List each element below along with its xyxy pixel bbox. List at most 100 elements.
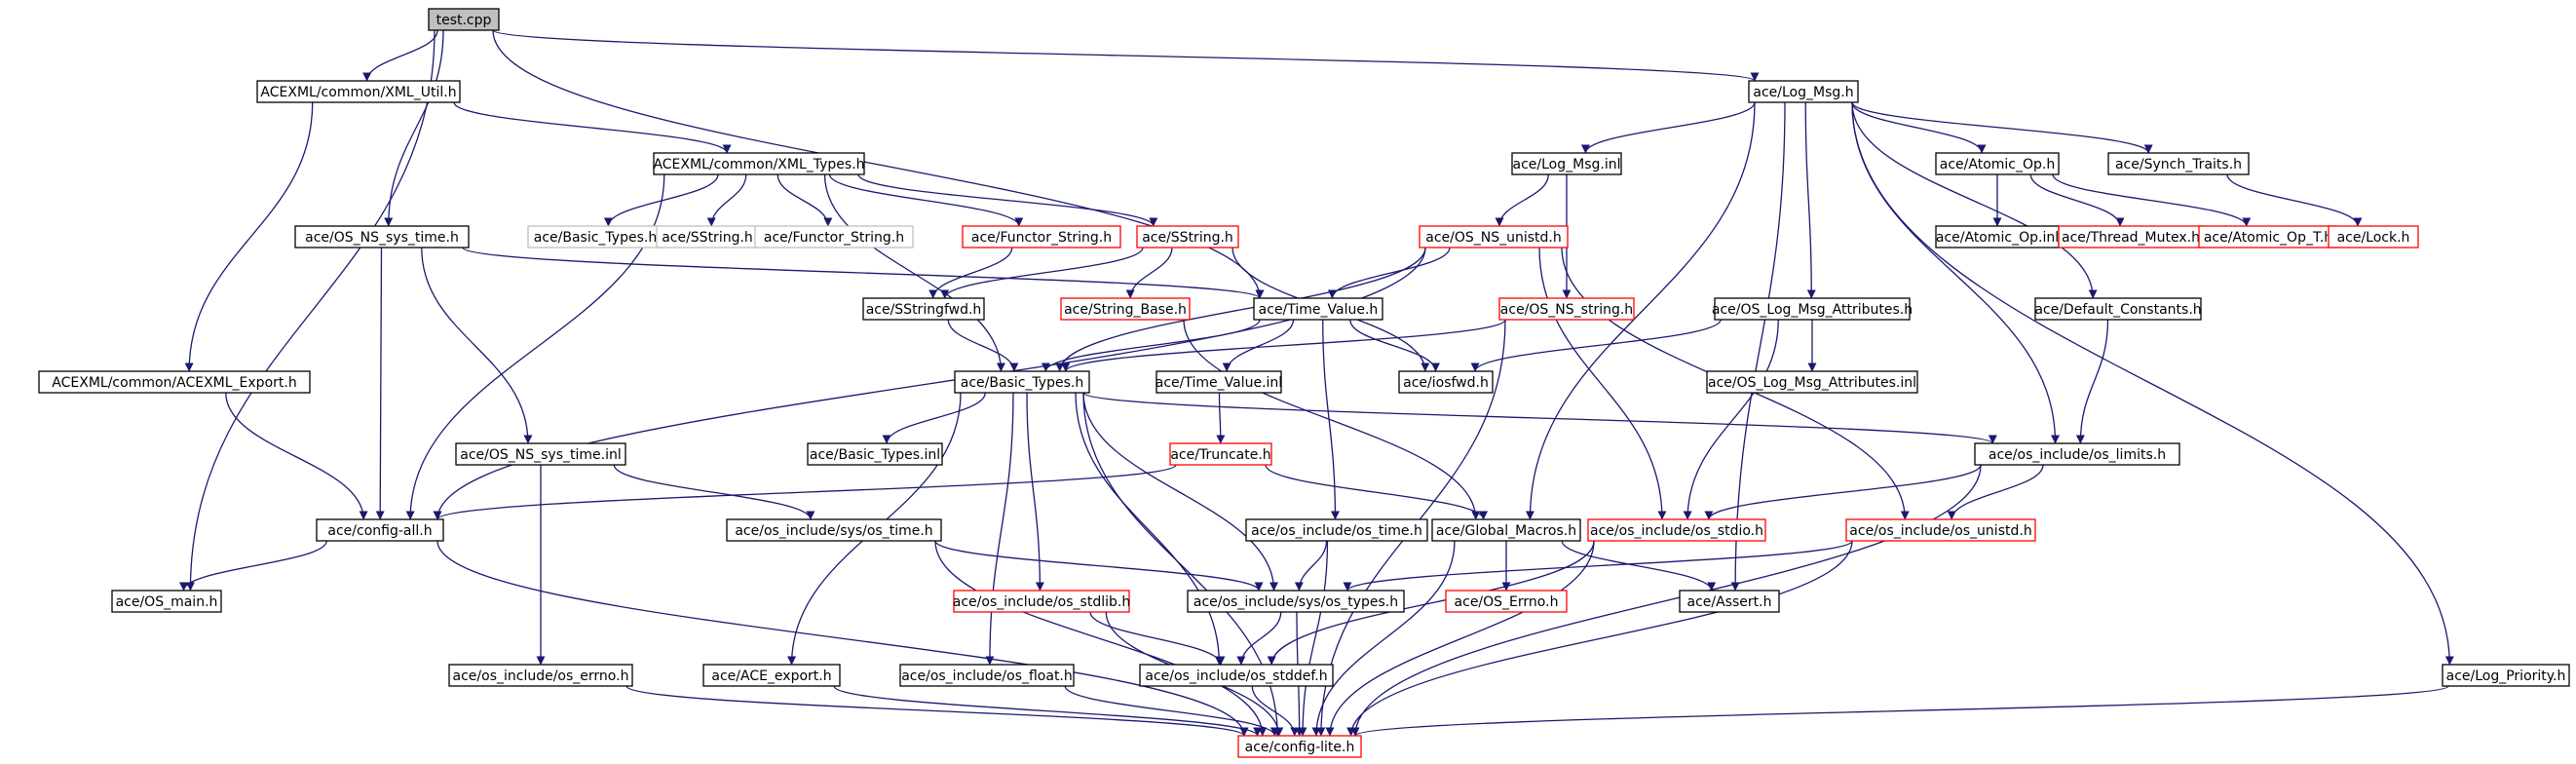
edge-log_msg_inl-to-os_ns_unistd_h <box>1495 173 1549 227</box>
edge-default_constants_h-to-os_limits_h <box>2075 319 2109 444</box>
node-sstring_h[interactable]: ace/SString.h <box>1136 225 1239 248</box>
node-os_ns_sys_time_inl[interactable]: ace/OS_NS_sys_time.inl <box>455 442 626 466</box>
node-atomic_op_inl[interactable]: ace/Atomic_Op.inl <box>1935 225 2060 248</box>
node-sys_os_time_h[interactable]: ace/os_include/sys/os_time.h <box>726 518 942 542</box>
node-log_priority_h[interactable]: ace/Log_Priority.h <box>2442 664 2570 687</box>
node-functor_string_h[interactable]: ace/Functor_String.h <box>962 225 1121 248</box>
edge-basic_types_h-to-os_stddef_h <box>1075 392 1224 666</box>
node-label: ace/os_include/os_limits.h <box>1989 447 2166 463</box>
node-string_base_h[interactable]: ace/String_Base.h <box>1060 297 1191 321</box>
node-acexml_xml_util[interactable]: ACEXML/common/XML_Util.h <box>256 80 461 103</box>
node-os_ns_unistd_h[interactable]: ace/OS_NS_unistd.h <box>1419 225 1569 248</box>
node-time_value_h[interactable]: ace/Time_Value.h <box>1253 297 1383 321</box>
node-config_all_h[interactable]: ace/config-all.h <box>316 518 444 542</box>
node-os_ns_sys_time_h[interactable]: ace/OS_NS_sys_time.h <box>294 225 470 248</box>
node-thread_mutex_h[interactable]: ace/Thread_Mutex.h <box>2058 225 2204 248</box>
node-sys_os_types_h[interactable]: ace/os_include/sys/os_types.h <box>1187 590 1405 613</box>
edge-acexml_xml_types-to-ace_basic_types_undoc <box>603 173 719 227</box>
edge-ace_export_h-to-config_lite_h <box>833 685 1262 737</box>
node-label: ace/Functor_String.h <box>764 230 904 246</box>
node-label: ace/os_include/os_stdio.h <box>1590 523 1763 539</box>
node-acexml_export_h[interactable]: ACEXML/common/ACEXML_Export.h <box>38 370 311 394</box>
node-ace_basic_types_undoc: ace/Basic_Types.h <box>527 225 663 248</box>
node-iosfwd_h[interactable]: ace/iosfwd.h <box>1398 370 1494 394</box>
node-box <box>1139 664 1334 687</box>
node-os_stdio_h[interactable]: ace/os_include/os_stdio.h <box>1587 518 1766 542</box>
node-os_unistd_h[interactable]: ace/os_include/os_unistd.h <box>1845 518 2036 542</box>
node-global_macros_h[interactable]: ace/Global_Macros.h <box>1431 518 1581 542</box>
node-os_time_h[interactable]: ace/os_include/os_time.h <box>1245 518 1428 542</box>
node-label: ace/Default_Constants.h <box>2034 302 2201 318</box>
node-box <box>953 590 1130 613</box>
edge-os_stddef_h-to-config_lite_h <box>1251 685 1300 737</box>
edge-time_value_h-to-basic_types_h <box>1041 319 1261 372</box>
edge-os_ns_unistd_h-to-config_all_h <box>433 247 1426 520</box>
edge-os_limits_h-to-config_lite_h <box>1350 464 1982 737</box>
node-config_lite_h[interactable]: ace/config-lite.h <box>1237 735 1362 758</box>
node-default_constants_h[interactable]: ace/Default_Constants.h <box>2034 297 2202 321</box>
edge-config_all_h-to-config_lite_h <box>436 540 1249 737</box>
node-label: ace/os_include/sys/os_types.h <box>1193 594 1398 610</box>
node-ace_export_h[interactable]: ace/ACE_export.h <box>702 664 841 687</box>
node-box <box>1419 225 1569 248</box>
edge-synch_traits-to-lock_h <box>2226 173 2363 227</box>
edge-os_ns_string_h-to-basic_types_h <box>1061 319 1506 372</box>
node-assert_h[interactable]: ace/Assert.h <box>1679 590 1780 613</box>
node-label: ace/os_include/sys/os_time.h <box>735 523 932 539</box>
edge-test_cpp-to-log_msg_h <box>492 29 1760 82</box>
node-label: ace/Atomic_Op.h <box>1940 157 2055 172</box>
node-os_ns_string_h[interactable]: ace/OS_NS_string.h <box>1498 297 1635 321</box>
node-synch_traits[interactable]: ace/Synch_Traits.h <box>2107 152 2250 175</box>
node-box <box>1679 590 1780 613</box>
node-atomic_op_t_h[interactable]: ace/Atomic_Op_T.h <box>2198 225 2338 248</box>
edge-acexml_xml_types-to-ace_functor_string_undoc <box>777 173 833 227</box>
node-box <box>111 590 222 613</box>
node-os_main_h[interactable]: ace/OS_main.h <box>111 590 222 613</box>
node-os_stdlib_h[interactable]: ace/os_include/os_stdlib.h <box>953 590 1130 613</box>
node-label: ace/SString.h <box>662 230 753 246</box>
node-label: ace/OS_NS_sys_time.h <box>305 230 459 246</box>
node-os_stddef_h[interactable]: ace/os_include/os_stddef.h <box>1139 664 1334 687</box>
edge-config_all_h-to-os_main_h <box>179 540 327 592</box>
node-label: ace/SString.h <box>1142 230 1233 246</box>
node-box <box>1445 590 1568 613</box>
node-basic_types_inl[interactable]: ace/Basic_Types.inl <box>807 442 943 466</box>
edge-time_value_h-to-os_time_h <box>1322 319 1340 520</box>
edge-os_stdio_h-to-os_stddef_h <box>1267 540 1595 666</box>
edge-sys_os_time_h-to-sys_os_types_h <box>934 540 1264 592</box>
node-lock_h[interactable]: ace/Lock.h <box>2328 225 2419 248</box>
node-test_cpp[interactable]: test.cpp <box>428 8 500 31</box>
node-atomic_op_h[interactable]: ace/Atomic_Op.h <box>1935 152 2060 175</box>
node-os_log_msg_attr_h[interactable]: ace/OS_Log_Msg_Attributes.h <box>1712 297 1913 321</box>
edge-os_log_msg_attr_h-to-os_stdio_h <box>1683 319 1779 520</box>
edge-acexml_xml_types-to-basic_types_h <box>823 173 1005 372</box>
node-truncate_h[interactable]: ace/Truncate.h <box>1169 442 1272 466</box>
node-box <box>2107 152 2250 175</box>
node-sstringfwd_h[interactable]: ace/SStringfwd.h <box>862 297 985 321</box>
node-log_msg_inl[interactable]: ace/Log_Msg.inl <box>1511 152 1622 175</box>
node-label: ace/Truncate.h <box>1170 447 1270 463</box>
node-os_float_h[interactable]: ace/os_include/os_float.h <box>899 664 1075 687</box>
node-time_value_inl[interactable]: ace/Time_Value.inl <box>1155 370 1282 394</box>
edge-os_ns_unistd_h-to-basic_types_h <box>1055 247 1426 372</box>
node-log_msg_h[interactable]: ace/Log_Msg.h <box>1748 80 1859 103</box>
node-box <box>1136 225 1239 248</box>
edge-functor_string_h-to-sstringfwd_h <box>928 247 1013 299</box>
node-box <box>2328 225 2419 248</box>
node-basic_types_h[interactable]: ace/Basic_Types.h <box>954 370 1090 394</box>
node-os_errno_h_red[interactable]: ace/OS_Errno.h <box>1445 590 1568 613</box>
node-box <box>455 442 626 466</box>
node-os_errno_h[interactable]: ace/os_include/os_errno.h <box>448 664 633 687</box>
edge-truncate_h-to-global_macros_h <box>1265 464 1488 520</box>
edge-log_msg_h-to-log_msg_inl <box>1581 101 1756 154</box>
node-box <box>1398 370 1494 394</box>
node-label: ace/OS_Log_Msg_Attributes.inl <box>1708 375 1916 391</box>
node-box <box>754 225 914 248</box>
node-os_limits_h[interactable]: ace/os_include/os_limits.h <box>1974 442 2180 466</box>
node-acexml_xml_types[interactable]: ACEXML/common/XML_Types.h <box>653 152 865 175</box>
node-box <box>2034 297 2202 321</box>
edge-global_macros_h-to-assert_h <box>1561 540 1717 592</box>
edge-test_cpp-to-time_value_h <box>492 29 1265 299</box>
node-os_log_msg_attr_inl[interactable]: ace/OS_Log_Msg_Attributes.inl <box>1706 370 1918 394</box>
node-label: ace/OS_Errno.h <box>1455 594 1559 610</box>
